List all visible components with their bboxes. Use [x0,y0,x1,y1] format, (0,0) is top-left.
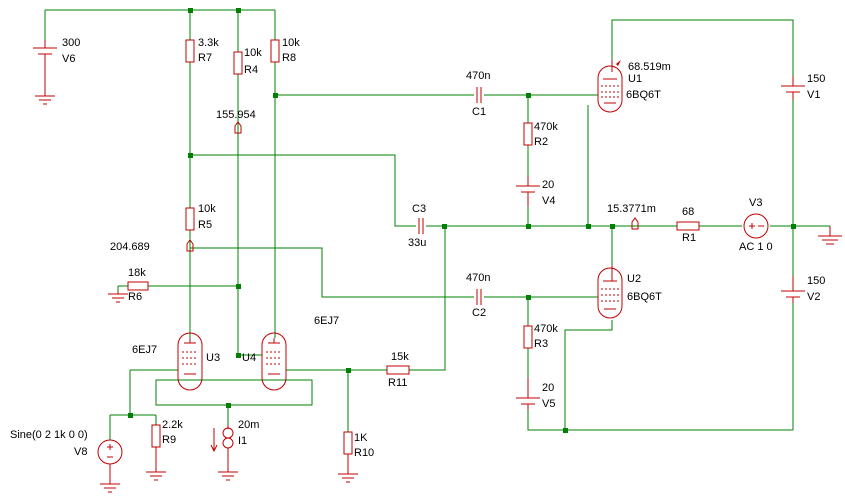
c2-ref: C2 [472,307,486,319]
probe-3-value: 68.519m [628,61,671,73]
v8-value: Sine(0 2 1k 0 0) [10,429,88,441]
tube-u4: U4 6EJ7 [242,315,339,391]
i1-ref: I1 [238,435,247,447]
v6-value: 300 [62,37,80,49]
tube-u1: 68.519m U1 6BQ6T [597,60,671,113]
r11-value: 15k [391,351,409,363]
r7-ref: R7 [198,52,212,64]
current-source-i1: 20m I1 [210,419,259,481]
r2-ref: R2 [534,136,548,148]
resistor-r8: 10k R8 [270,37,300,64]
battery-v2: 150 V2 [781,275,825,303]
battery-v1: 150 V1 [781,73,825,101]
v3-value: AC 1 0 [739,241,773,253]
sine-source-v8: Sine(0 2 1k 0 0) V8 [10,429,123,493]
r3-value: 470k [534,323,558,335]
v5-ref: V5 [542,398,555,410]
resistor-r9: 2.2k R9 [146,419,183,481]
r4-value: 10k [244,47,262,59]
v3-ref: V3 [749,197,762,209]
v4-ref: V4 [542,195,555,207]
v8-ref: V8 [74,446,87,458]
resistor-r6: 18k R6 [108,267,149,303]
r3-ref: R3 [534,338,548,350]
probe-2-value: 204.689 [110,241,150,253]
u3-value: 6EJ7 [132,344,157,356]
v1-value: 150 [807,73,825,85]
c3-value: 33u [408,237,426,249]
r8-value: 10k [282,37,300,49]
v2-value: 150 [807,275,825,287]
wires [44,9,830,440]
junctions [128,8,796,433]
battery-v6: 300 V6 [33,37,80,105]
v1-ref: V1 [807,89,820,101]
resistor-r4: 10k R4 [233,47,262,76]
probe-1-value: 155.954 [216,109,256,121]
tube-u3: U3 6EJ7 [132,332,220,391]
v5-value: 20 [542,382,554,394]
r10-ref: R10 [354,447,374,459]
battery-v5: 20 V5 [516,378,555,410]
resistor-r11: 15k R11 [386,351,410,389]
r1-ref: R1 [682,232,696,244]
r9-value: 2.2k [162,419,183,431]
r6-value: 18k [128,267,146,279]
resistor-r3: 470k R3 [523,323,558,350]
voltage-probe-1: 155.954 [216,109,256,134]
ground-output [818,226,842,245]
resistor-r1: 68 R1 [675,206,700,244]
r4-ref: R4 [244,64,258,76]
battery-v4: 20 V4 [516,176,555,207]
resistor-r2: 470k R2 [523,121,558,148]
u2-value: 6BQ6T [627,291,662,303]
r2-value: 470k [534,121,558,133]
u4-ref: U4 [242,352,256,364]
ac-source-v3: V3 AC 1 0 [739,197,773,253]
u2-ref: U2 [627,273,641,285]
r1-value: 68 [682,206,694,218]
capacitor-c2: 470n C2 [466,272,490,319]
resistor-r10: 1K R10 [338,431,374,483]
i1-value: 20m [238,419,259,431]
u4-value: 6EJ7 [314,315,339,327]
probe-4-value: 15.3771m [607,203,656,215]
u3-ref: U3 [206,352,220,364]
u1-ref: U1 [628,73,642,85]
resistor-r7: 3.3k R7 [185,37,219,64]
capacitor-c1: 470n C1 [466,70,490,118]
tube-u2: U2 6BQ6T [597,265,662,319]
r9-ref: R9 [162,434,176,446]
r5-ref: R5 [198,219,212,231]
r5-value: 10k [198,203,216,215]
v4-value: 20 [542,179,554,191]
c3-ref: C3 [412,203,426,215]
v6-ref: V6 [62,53,75,65]
resistor-r5: 10k R5 [185,203,216,231]
u1-value: 6BQ6T [626,89,661,101]
r11-ref: R11 [388,377,407,389]
c1-value: 470n [466,70,490,82]
v2-ref: V2 [807,291,820,303]
voltage-probe-2: 204.689 [110,239,194,253]
r7-value: 3.3k [198,37,219,49]
r6-ref: R6 [128,291,142,303]
current-probe-4: 15.3771m [607,203,656,230]
r10-value: 1K [354,432,368,444]
capacitor-c3: C3 33u [408,203,426,249]
c1-ref: C1 [472,106,486,118]
r8-ref: R8 [282,52,296,64]
c2-value: 470n [466,272,490,284]
